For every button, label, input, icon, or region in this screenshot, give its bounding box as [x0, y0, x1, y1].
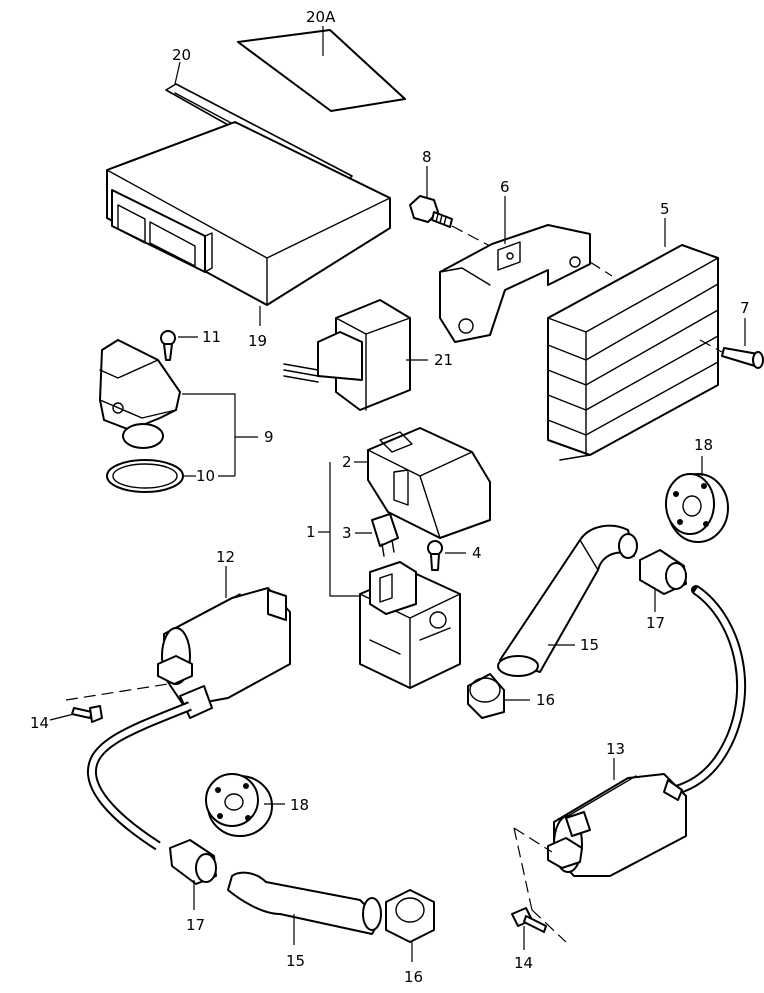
callout-18-upper: 18	[694, 436, 713, 454]
callout-15-lower: 15	[286, 952, 305, 970]
part-17-cap-upper[interactable]	[639, 549, 687, 595]
callout-14-right: 14	[514, 954, 533, 972]
callout-12: 12	[216, 548, 235, 566]
part-21-connector[interactable]	[283, 299, 411, 411]
part-4-screw[interactable]	[427, 540, 443, 571]
part-3-fuse[interactable]	[371, 513, 399, 557]
callout-7: 7	[740, 299, 750, 317]
part-14-bolt-right[interactable]	[511, 907, 547, 933]
callout-20: 20	[172, 46, 191, 64]
part-16-rubber-lower[interactable]	[385, 889, 435, 943]
part-15-hose-lower[interactable]	[227, 871, 382, 935]
part-5-regulator[interactable]	[547, 244, 719, 461]
callout-9: 9	[264, 428, 274, 446]
callout-4: 4	[472, 544, 482, 562]
callout-20A: 20A	[306, 8, 336, 26]
part-14-bolt-left[interactable]	[71, 705, 103, 723]
part-18-grommet-lower[interactable]	[205, 773, 273, 837]
part-10-o-ring[interactable]	[106, 459, 184, 493]
callout-21: 21	[434, 351, 453, 369]
callout-16-lower: 16	[404, 968, 423, 986]
callout-15-upper: 15	[580, 636, 599, 654]
callout-2: 2	[342, 453, 352, 471]
part-15-hose-upper[interactable]	[497, 524, 638, 677]
callout-18-lower: 18	[290, 796, 309, 814]
callout-13: 13	[606, 740, 625, 758]
part-17-cap-lower[interactable]	[169, 839, 217, 885]
part-18-grommet-upper[interactable]	[665, 473, 729, 543]
part-19-ecu[interactable]	[106, 121, 391, 306]
part-13-ignition-coil[interactable]	[547, 773, 687, 877]
callout-16-upper: 16	[536, 691, 555, 709]
callout-17-upper: 17	[646, 614, 665, 632]
part-9-sensor[interactable]	[99, 339, 181, 449]
part-1-relay-block[interactable]	[359, 561, 461, 689]
callout-6: 6	[500, 178, 510, 196]
callout-8: 8	[422, 148, 432, 166]
callout-19: 19	[248, 332, 267, 350]
part-7-screw[interactable]	[721, 347, 764, 369]
callout-17-lower: 17	[186, 916, 205, 934]
part-6-bracket[interactable]	[439, 224, 591, 343]
part-8-bolt[interactable]	[409, 195, 453, 228]
callout-3: 3	[342, 524, 352, 542]
part-20a-pad[interactable]	[237, 29, 406, 112]
part-16-rubber-upper[interactable]	[467, 673, 505, 719]
part-2-relay-cover[interactable]	[367, 427, 491, 539]
callout-1: 1	[306, 523, 316, 541]
part-11-screw[interactable]	[160, 330, 176, 361]
callout-14-left: 14	[30, 714, 49, 732]
callout-10: 10	[196, 467, 215, 485]
callout-11: 11	[202, 328, 221, 346]
callout-5: 5	[660, 200, 670, 218]
part-12-ignition-coil[interactable]	[157, 587, 291, 719]
